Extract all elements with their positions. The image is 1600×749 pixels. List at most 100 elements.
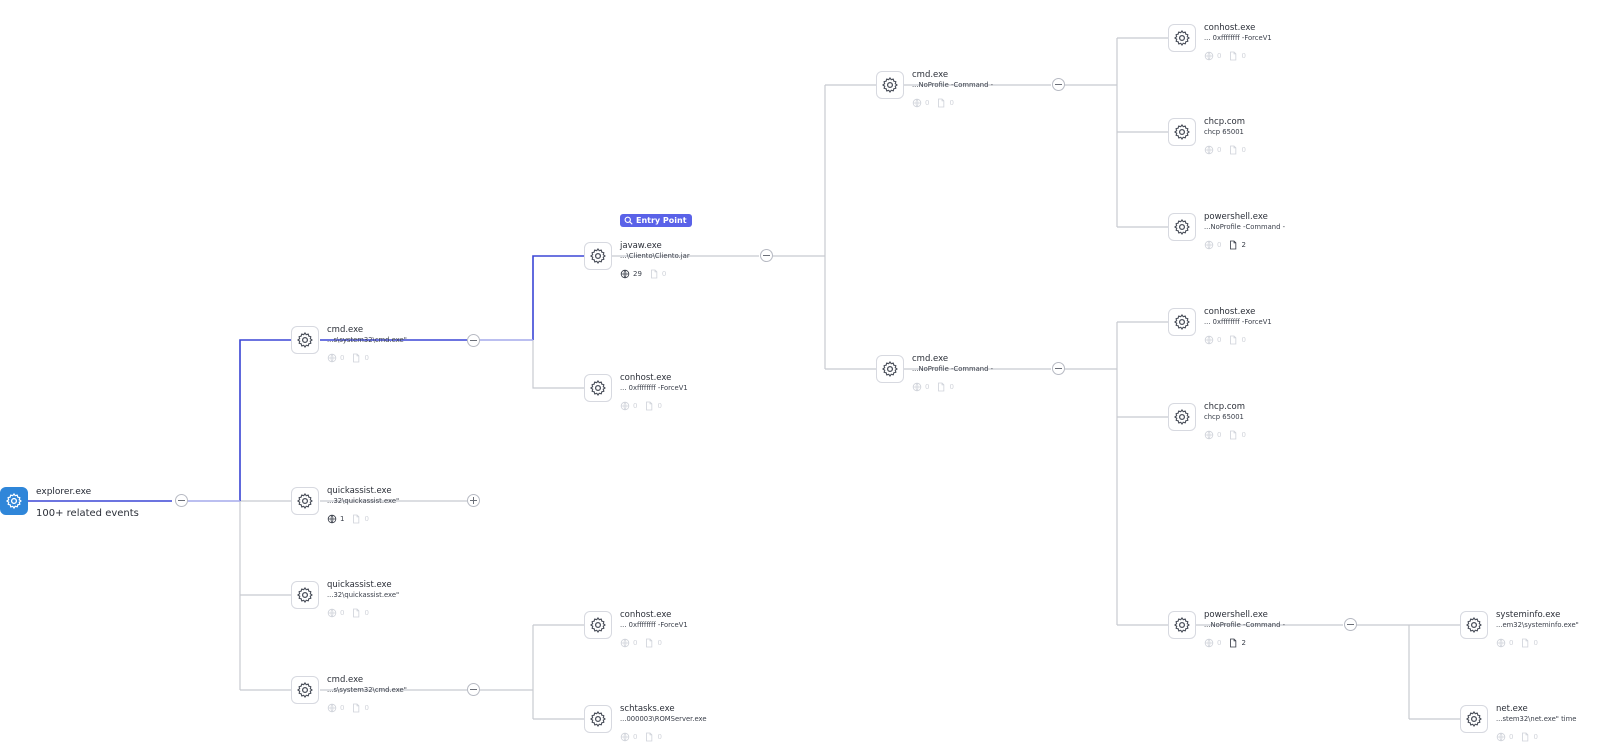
network-count-value: 0 (340, 704, 345, 712)
file-count: 0 (1520, 732, 1538, 742)
file-count: 0 (351, 608, 369, 618)
collapse-cmd3-button[interactable] (1052, 78, 1065, 91)
file-count: 0 (351, 353, 369, 363)
process-name: chcp.com (1204, 117, 1245, 127)
file-count: 0 (1520, 638, 1538, 648)
conhost3-node-icon[interactable] (1168, 24, 1196, 52)
file-icon (646, 732, 653, 742)
file-count: 0 (936, 98, 954, 108)
cmd2-node-icon[interactable] (291, 676, 319, 704)
process-name: cmd.exe (912, 354, 949, 364)
file-count: 0 (644, 401, 662, 411)
gear-icon (297, 587, 313, 603)
file-count-value: 0 (1241, 336, 1246, 344)
network-count: 0 (1204, 430, 1221, 440)
network-count-value: 0 (1509, 639, 1514, 647)
globe-icon (327, 703, 337, 713)
network-count: 0 (1204, 240, 1221, 250)
related-events-text: 100+ related events (36, 508, 139, 519)
gear-icon (297, 493, 313, 509)
conhost4-node-icon[interactable] (1168, 308, 1196, 336)
gear-icon (1174, 30, 1190, 46)
file-count-value: 0 (364, 354, 369, 362)
collapse-ps2-button[interactable] (1344, 618, 1357, 631)
sysinfo-node-icon[interactable] (1460, 611, 1488, 639)
expand-qa1-button[interactable] (467, 494, 480, 507)
file-icon (353, 703, 360, 713)
network-count-value: 0 (1217, 639, 1222, 647)
file-count-value: 0 (657, 402, 662, 410)
cmd1-node-icon[interactable] (291, 326, 319, 354)
chcp1-node-icon[interactable] (1168, 118, 1196, 146)
file-count-value: 0 (657, 733, 662, 741)
qa2-node-icon[interactable] (291, 581, 319, 609)
javaw-node-icon[interactable] (584, 242, 612, 270)
collapse-cmd4-button[interactable] (1052, 362, 1065, 375)
file-icon (1522, 638, 1529, 648)
network-count: 0 (620, 401, 637, 411)
file-count-value: 0 (1533, 639, 1538, 647)
ps2-node-icon[interactable] (1168, 611, 1196, 639)
process-name: quickassist.exe (327, 580, 392, 590)
conhost1-node-icon[interactable] (584, 374, 612, 402)
network-count: 0 (620, 732, 637, 742)
file-count: 2 (1228, 240, 1246, 250)
collapse-explorer-button[interactable] (175, 494, 188, 507)
process-name: cmd.exe (912, 70, 949, 80)
file-icon (353, 353, 360, 363)
globe-icon (1204, 335, 1214, 345)
explorer-node-icon[interactable] (0, 487, 28, 515)
network-count-value: 0 (340, 609, 345, 617)
gear-icon (882, 77, 898, 93)
file-count-value: 0 (1533, 733, 1538, 741)
file-icon (1230, 145, 1237, 155)
process-command-line: ... 0xffffffff -ForceV1 (620, 621, 688, 629)
process-name: cmd.exe (327, 675, 364, 685)
process-command-line: ...32\quickassist.exe" (327, 591, 400, 599)
cmd3-node-icon[interactable] (876, 71, 904, 99)
file-count: 0 (1228, 335, 1246, 345)
file-count: 2 (1228, 638, 1246, 648)
net-node-icon[interactable] (1460, 705, 1488, 733)
collapse-javaw-button[interactable] (760, 249, 773, 262)
globe-icon (620, 401, 630, 411)
ps1-node-icon[interactable] (1168, 213, 1196, 241)
gear-icon (590, 617, 606, 633)
process-command-line: ... 0xffffffff -ForceV1 (1204, 318, 1272, 326)
network-count-value: 0 (1217, 431, 1222, 439)
process-command-line: ...stem32\net.exe" time (1496, 715, 1577, 723)
process-name: conhost.exe (620, 610, 672, 620)
file-count-value: 0 (364, 609, 369, 617)
file-icon (646, 401, 653, 411)
qa1-node-icon[interactable] (291, 487, 319, 515)
conhost2-node-icon[interactable] (584, 611, 612, 639)
network-count: 0 (1204, 51, 1221, 61)
gear-icon (882, 361, 898, 377)
process-name: chcp.com (1204, 402, 1245, 412)
chcp2-node-icon[interactable] (1168, 403, 1196, 431)
schtasks-node-icon[interactable] (584, 705, 612, 733)
file-icon (1230, 430, 1237, 440)
process-name: explorer.exe (36, 487, 92, 497)
collapse-cmd1-button[interactable] (467, 334, 480, 347)
process-name: conhost.exe (620, 373, 672, 383)
cmd4-node-icon[interactable] (876, 355, 904, 383)
file-icon (353, 514, 360, 524)
globe-icon (1496, 638, 1506, 648)
collapse-cmd2-button[interactable] (467, 683, 480, 696)
gear-icon (297, 332, 313, 348)
network-count-value: 0 (340, 354, 345, 362)
